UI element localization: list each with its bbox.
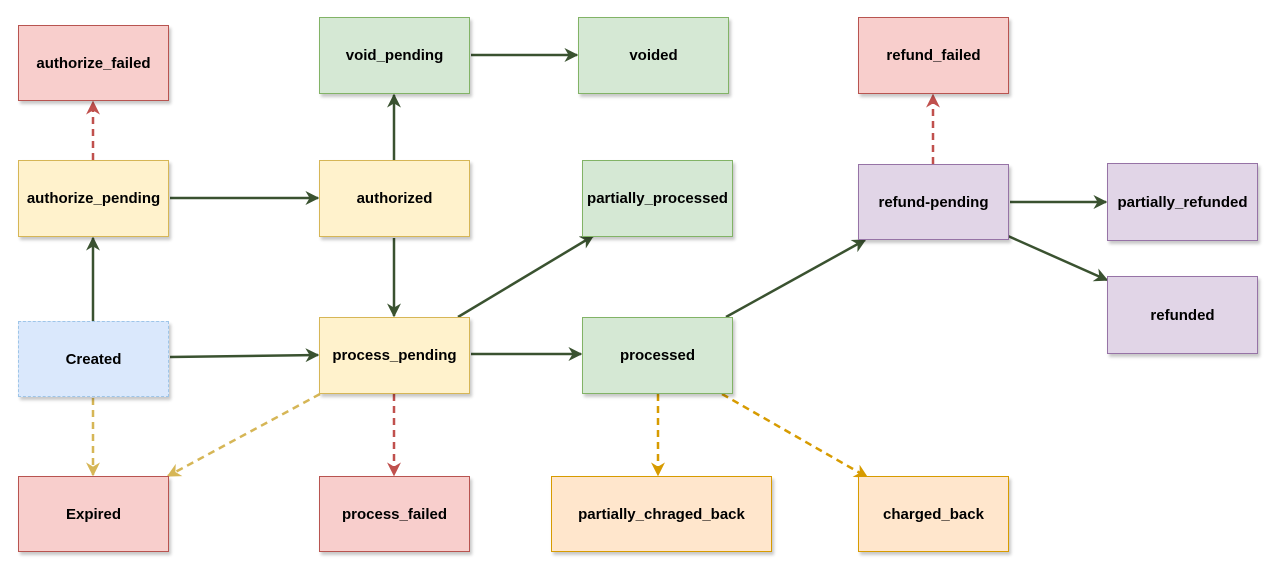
edge-process-pending-to-partially-processed xyxy=(457,234,595,319)
state-process-pending[interactable]: process_pending xyxy=(319,317,470,394)
state-processed[interactable]: processed xyxy=(582,317,733,394)
state-void-pending[interactable]: void_pending xyxy=(319,17,470,94)
state-process-failed[interactable]: process_failed xyxy=(319,476,470,552)
state-refund-pending[interactable]: refund-pending xyxy=(858,164,1009,240)
state-charged-back[interactable]: charged_back xyxy=(858,476,1009,552)
state-authorize-pending[interactable]: authorize_pending xyxy=(18,160,169,237)
state-expired[interactable]: Expired xyxy=(18,476,169,552)
edge-refund-pending-to-refunded xyxy=(1007,234,1109,282)
state-authorized[interactable]: authorized xyxy=(319,160,470,237)
edge-process-pending-to-expired xyxy=(166,392,321,478)
edge-processed-to-refund-pending xyxy=(725,238,867,319)
state-partially-refunded[interactable]: partially_refunded xyxy=(1107,163,1258,241)
state-authorize-failed[interactable]: authorize_failed xyxy=(18,25,169,101)
state-refunded[interactable]: refunded xyxy=(1107,276,1258,354)
state-refund-failed[interactable]: refund_failed xyxy=(858,17,1009,94)
edge-processed-to-charged-back xyxy=(721,392,869,479)
state-voided[interactable]: voided xyxy=(578,17,729,94)
state-created[interactable]: Created xyxy=(18,321,169,397)
state-partially-processed[interactable]: partially_processed xyxy=(582,160,733,237)
state-partially-charged-back[interactable]: partially_chraged_back xyxy=(551,476,772,552)
edge-created-to-process-pending xyxy=(169,348,320,363)
